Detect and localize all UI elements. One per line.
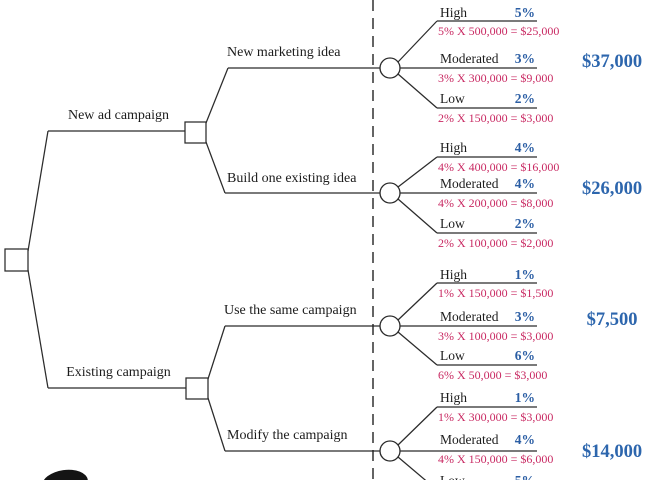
outcome-label: High	[440, 267, 467, 282]
partial-logo-text	[95, 476, 215, 480]
chance-node-use-same-campaign	[379, 315, 401, 337]
strategy-total-value: $26,000	[581, 179, 643, 199]
outcome-percent: 2%	[514, 91, 535, 106]
chance-nodes	[379, 57, 401, 462]
outcome-calculation: 2% X 150,000 = $3,000	[438, 111, 554, 125]
decision-label-existing-campaign: Existing campaign	[66, 365, 171, 380]
outcome-calculation: 4% X 200,000 = $8,000	[438, 196, 554, 210]
outcome-percent: 3%	[514, 309, 535, 324]
outcome-percent: 6%	[514, 348, 535, 363]
outcome-label: Low	[440, 91, 465, 106]
strategy-label-build-existing-idea: Build one existing idea	[227, 171, 357, 186]
outcome-calculation: 1% X 150,000 = $1,500	[438, 286, 554, 300]
outcome-percent: 5%	[460, 473, 535, 480]
outcome-label: Low	[440, 216, 465, 231]
outcome-percent: 3%	[514, 51, 535, 66]
outcome-calculation: 6% X 50,000 = $3,000	[438, 368, 548, 382]
outcome-percent: 4%	[514, 176, 535, 191]
tree-edges	[27, 20, 537, 480]
chance-node-build-existing-idea	[379, 182, 401, 204]
root-decision-node	[4, 248, 29, 272]
outcome-calculation: 3% X 300,000 = $9,000	[438, 71, 554, 85]
outcome-label: Moderated	[440, 309, 499, 324]
outcome-calculation: 5% X 500,000 = $25,000	[438, 24, 560, 38]
outcome-calculation: 3% X 100,000 = $3,000	[438, 329, 554, 343]
existing-campaign-decision-node	[185, 377, 209, 400]
chance-node-new-marketing-idea	[379, 57, 401, 79]
strategy-total-value: $14,000	[581, 442, 643, 462]
outcome-label: Low	[440, 473, 465, 480]
strategy-label-modify-campaign: Modify the campaign	[227, 428, 348, 443]
outcome-percent: 1%	[514, 267, 535, 282]
outcome-percent: 2%	[514, 216, 535, 231]
outcome-percent: 4%	[514, 432, 535, 447]
outcome-label: High	[440, 5, 467, 20]
outcome-calculation: 4% X 150,000 = $6,000	[438, 452, 554, 466]
outcome-label: Moderated	[440, 432, 499, 447]
outcome-percent: 4%	[514, 140, 535, 155]
strategy-label-new-marketing-idea: New marketing idea	[227, 45, 341, 60]
outcome-calculation: 1% X 300,000 = $3,000	[438, 410, 554, 424]
outcome-label: Moderated	[440, 176, 499, 191]
outcome-label: Moderated	[440, 51, 499, 66]
outcome-calculation: 4% X 400,000 = $16,000	[438, 160, 560, 174]
strategy-total-value: $7,500	[586, 310, 638, 330]
strategy-label-use-same-campaign: Use the same campaign	[224, 303, 357, 318]
outcome-percent: 1%	[514, 390, 535, 405]
outcome-percent: 5%	[514, 5, 535, 20]
outcome-calculation: 2% X 100,000 = $2,000	[438, 236, 554, 250]
outcome-label: High	[440, 140, 467, 155]
chance-node-modify-campaign	[379, 440, 401, 462]
strategy-total-value: $37,000	[581, 52, 643, 72]
outcome-label: Low	[440, 348, 465, 363]
new-campaign-decision-node	[184, 121, 207, 144]
decision-label-new-ad-campaign: New ad campaign	[67, 108, 170, 123]
outcome-label: High	[440, 390, 467, 405]
decision-nodes	[4, 121, 209, 400]
